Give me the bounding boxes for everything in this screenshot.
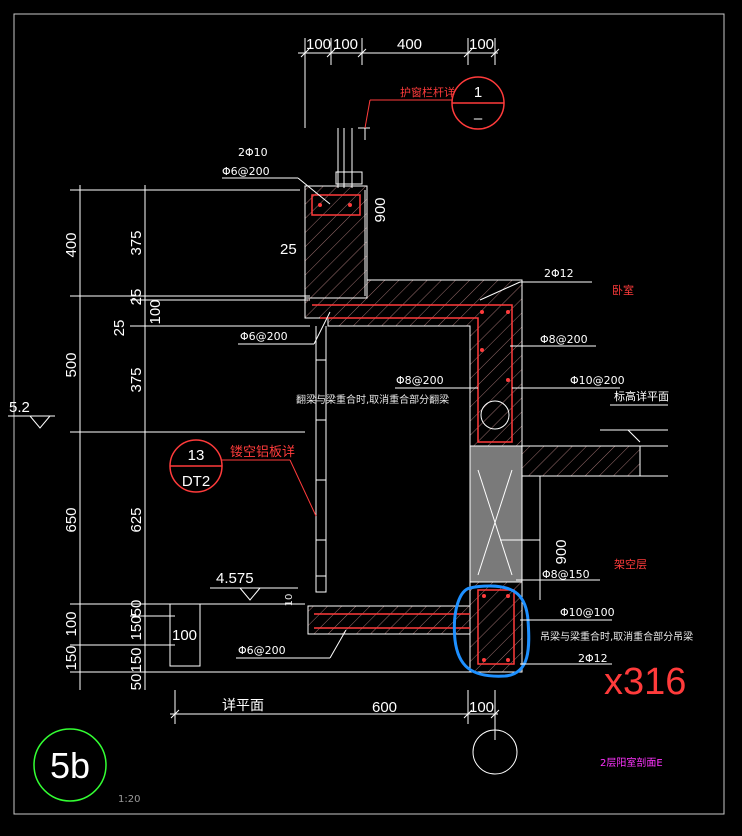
callout-5b-circle — [33, 728, 107, 802]
rebar-phi6-200-mid: Φ6@200 — [240, 330, 288, 343]
railing — [304, 60, 370, 188]
callout-13 — [169, 439, 317, 517]
hanging-beam — [469, 445, 540, 673]
callout-13-bottom: DT2 — [182, 473, 210, 490]
room-bedroom: 卧室 — [612, 283, 634, 297]
bottom-slab — [150, 603, 520, 673]
dim-inner-150a: 150 — [128, 615, 145, 640]
rebar-phi8-200-a: Φ8@200 — [540, 333, 588, 346]
dim-25: 25 — [280, 241, 297, 258]
dim-bottom-detail: 详平面 — [222, 698, 264, 714]
railing-detail-label: 护窗栏杆详 — [400, 85, 455, 99]
axis-bubble — [472, 729, 518, 775]
note-hanging-beam: 吊梁与梁重合时,取消重合部分吊梁 — [540, 630, 693, 643]
dim-inner-375a: 375 — [128, 230, 145, 255]
dim-inner-375b: 375 — [128, 367, 145, 392]
dim-left-100: 100 — [63, 611, 80, 636]
aluminum-panel-label: 镂空铝板详 — [230, 445, 295, 460]
dim-900-top: 900 — [372, 197, 389, 222]
dim-inner-150b: 150 — [128, 647, 145, 672]
dim-left-400: 400 — [63, 232, 80, 257]
rebar-phi10-200: Φ10@200 — [570, 374, 625, 387]
sheet-label: 2层阳室剖面E — [600, 756, 663, 769]
sheet-frame — [13, 13, 725, 815]
dim-bottom-600: 600 — [372, 699, 397, 716]
dim-left-650: 650 — [63, 507, 80, 532]
dim-100-box: 100 — [172, 627, 197, 644]
level-52-label: 5.2 — [9, 399, 30, 416]
rebar-2phi10: 2Φ10 — [238, 146, 268, 159]
callout-1-top: 1 — [474, 84, 482, 101]
level-4575-label: 4.575 — [216, 570, 254, 587]
highlight-circle — [452, 584, 531, 678]
right-dimensions — [364, 190, 541, 600]
dim-top-1: 100 — [306, 36, 331, 53]
rebar-2phi12-top: 2Φ12 — [544, 267, 574, 280]
floor-slab-right — [521, 429, 668, 477]
dim-inner-50a: 50 — [128, 600, 145, 617]
rebar-phi10-100: Φ10@100 — [560, 606, 615, 619]
rebar-phi6-200-top: Φ6@200 — [222, 165, 270, 178]
stamp-x316: x316 — [604, 661, 686, 703]
callout-1-bottom: – — [474, 110, 483, 127]
dim-inner-25a: 25 — [128, 289, 145, 306]
callout-5b-label: 5b — [50, 745, 90, 786]
left-dimensions — [70, 185, 310, 690]
aluminum-panel-column — [315, 326, 327, 593]
level-marker-52 — [8, 415, 55, 429]
rebar-phi8-150: Φ8@150 — [542, 568, 590, 581]
level-marker-4575 — [210, 587, 298, 601]
scale-label: 1:20 — [118, 794, 140, 805]
parapet-wall — [304, 185, 368, 299]
rebar-2phi12-bot: 2Φ12 — [578, 652, 608, 665]
leader-lines — [222, 177, 668, 665]
dim-left-150: 150 — [63, 645, 80, 670]
dim-top-2: 100 — [333, 36, 358, 53]
dim-top-3: 400 — [397, 36, 422, 53]
dim-inner-25b: 25 — [111, 320, 128, 337]
bottom-dimensions — [170, 690, 500, 740]
dim-bottom-100: 100 — [469, 699, 494, 716]
dim-top-4: 100 — [469, 36, 494, 53]
dim-900-right: 900 — [553, 539, 570, 564]
rebar-phi6-200-bot: Φ6@200 — [238, 644, 286, 657]
callout-1 — [364, 76, 505, 130]
callout-13-top: 13 — [188, 447, 205, 464]
rebar-phi8-200-b: Φ8@200 — [396, 374, 444, 387]
dim-inner-100: 100 — [147, 299, 164, 324]
dim-inner-625: 625 — [128, 507, 145, 532]
room-elevated: 架空层 — [614, 557, 647, 571]
dim-left-500: 500 — [63, 352, 80, 377]
floor-plan-ref: 标高详平面 — [614, 389, 669, 403]
note-upturn-beam: 翻梁与梁重合时,取消重合部分翻梁 — [296, 393, 449, 406]
dim-inner-50b: 50 — [128, 674, 145, 691]
dim-10: 10 — [284, 594, 295, 607]
main-beam — [304, 279, 523, 451]
